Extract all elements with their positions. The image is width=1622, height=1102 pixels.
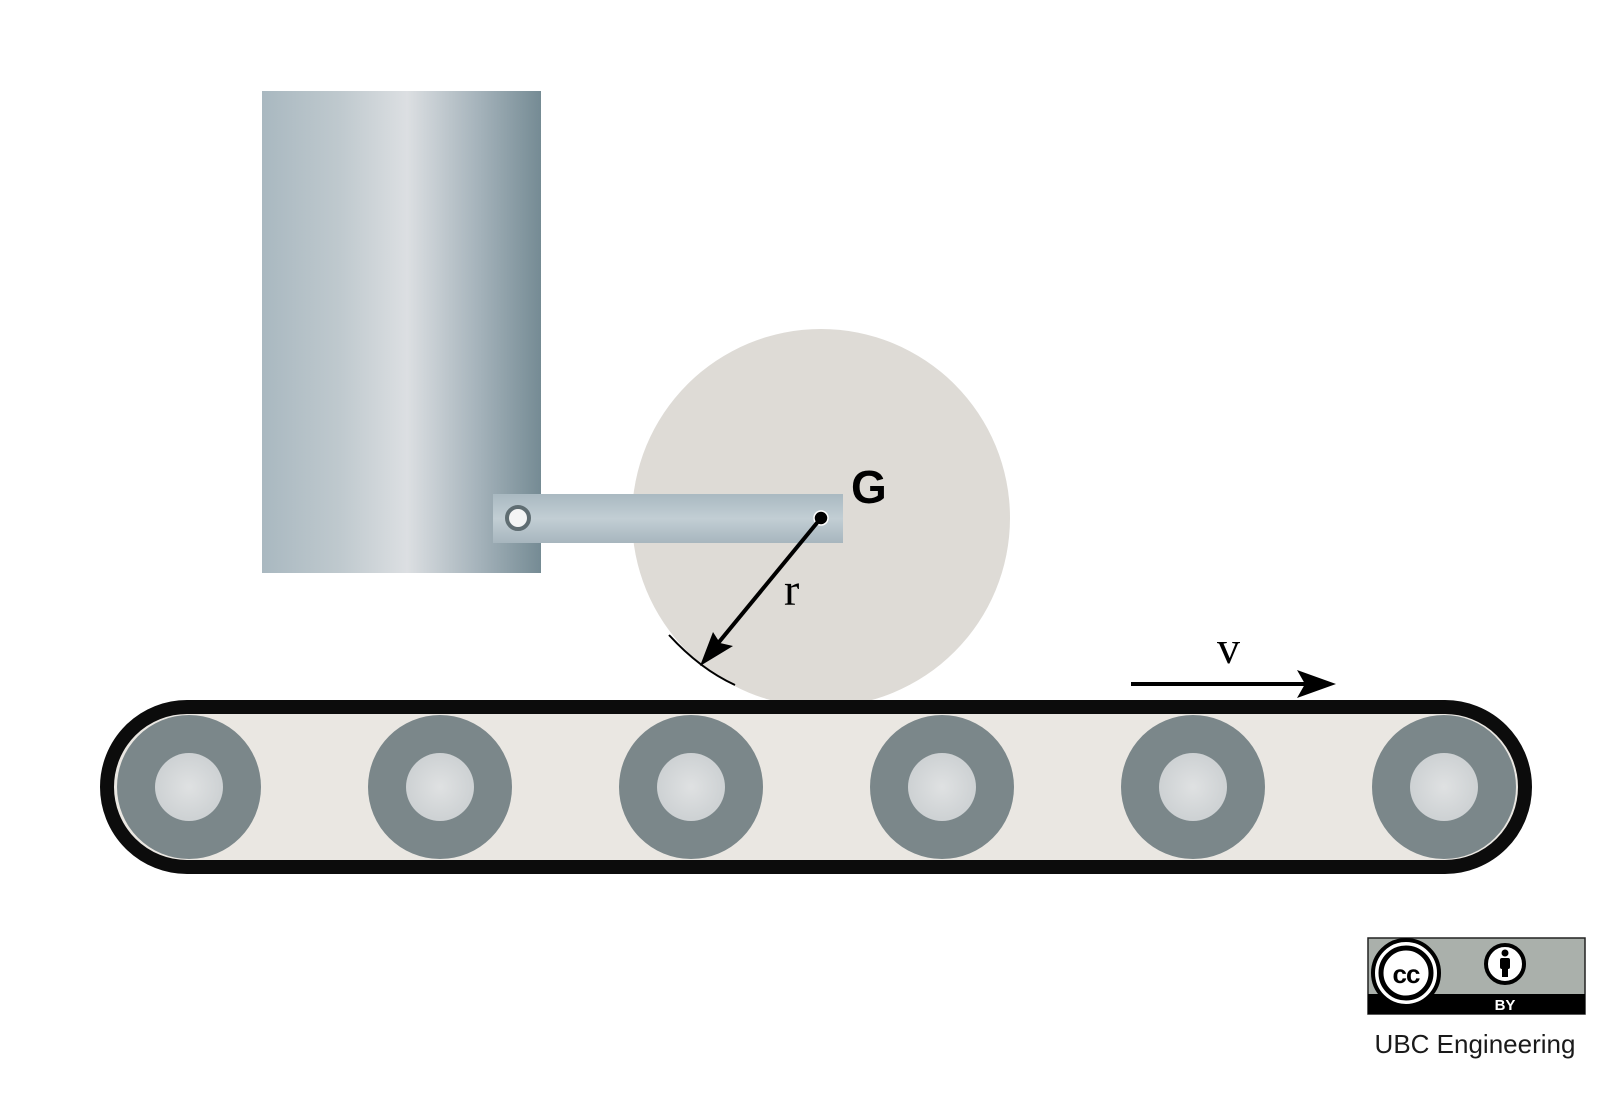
roller — [870, 715, 1014, 859]
roller — [117, 715, 261, 859]
roller-group — [117, 715, 1516, 859]
label-v: v — [1217, 622, 1240, 673]
roller — [1121, 715, 1265, 859]
roller-hub — [1410, 753, 1478, 821]
arm-link — [493, 494, 843, 543]
person-icon — [1484, 943, 1526, 985]
roller — [619, 715, 763, 859]
housing-block — [262, 91, 541, 573]
attribution-text: UBC Engineering — [1375, 1029, 1576, 1059]
roller — [368, 715, 512, 859]
roller-hub — [908, 753, 976, 821]
roller — [1372, 715, 1516, 859]
label-g: G — [851, 461, 887, 513]
conveyor-belt — [100, 700, 1532, 874]
radius-arrow — [668, 516, 823, 686]
roller-hub — [406, 753, 474, 821]
label-r: r — [784, 564, 799, 615]
license-badge: cc BY — [1367, 937, 1586, 1015]
roller-hub — [657, 753, 725, 821]
roller-hub — [155, 753, 223, 821]
roller-hub — [1159, 753, 1227, 821]
pivot-pin — [505, 505, 531, 531]
velocity-arrow — [1131, 670, 1336, 698]
badge-cc-text: cc — [1393, 959, 1420, 989]
badge-by-text: BY — [1495, 997, 1516, 1014]
